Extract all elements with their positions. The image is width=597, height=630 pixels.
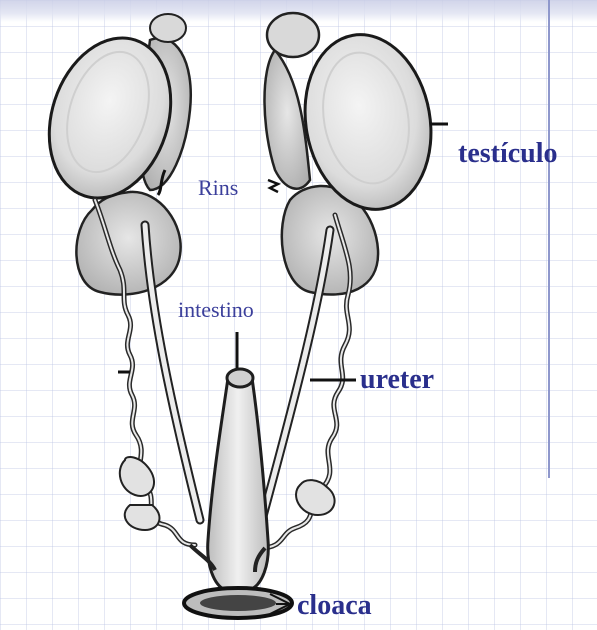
right-duct-cluster — [296, 480, 335, 515]
left-kidney — [76, 192, 180, 295]
intestine-group — [190, 369, 268, 590]
label-rins: Rins — [198, 175, 238, 201]
label-intestino: intestino — [178, 297, 254, 323]
label-testiculo: testículo — [458, 138, 558, 170]
left-duct-cluster — [120, 457, 160, 530]
left-organ-group — [29, 14, 200, 545]
cloaca-inner — [200, 595, 276, 611]
cloaca-group — [184, 588, 292, 618]
intestine-opening — [227, 369, 253, 387]
left-knob — [150, 14, 186, 42]
leader-rins-right — [268, 180, 278, 192]
right-knob — [267, 13, 319, 57]
right-kidney-upper — [264, 50, 310, 189]
label-ureter: ureter — [360, 364, 434, 396]
label-cloaca: cloaca — [297, 590, 372, 622]
right-organ-group — [260, 13, 444, 548]
